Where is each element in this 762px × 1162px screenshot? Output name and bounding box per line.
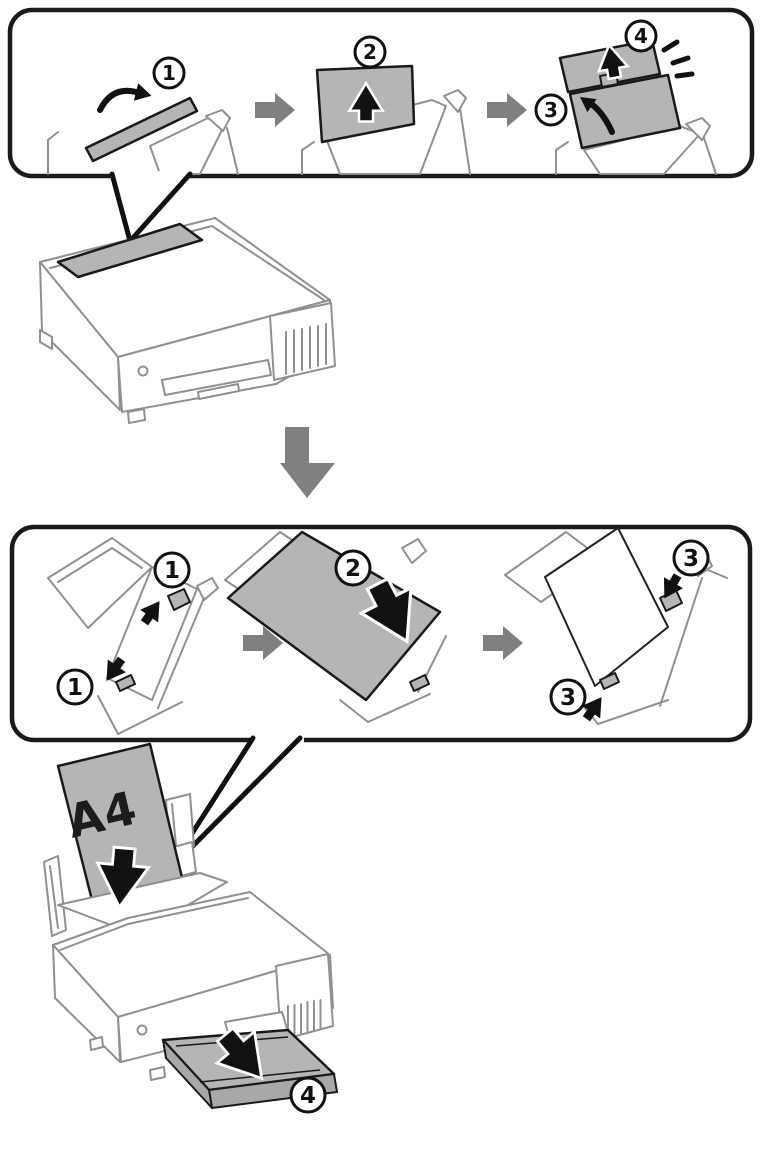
printer-top-view [39, 217, 336, 424]
printer-foot [149, 1066, 166, 1081]
step-badge-4: 4 [624, 19, 658, 53]
svg-text:4: 4 [300, 1083, 316, 1109]
svg-text:4: 4 [634, 24, 648, 48]
ink-tank-windows [285, 323, 327, 375]
next-step-down-arrow-icon [280, 427, 335, 498]
paper-sheet-gray [226, 530, 442, 702]
output-tray-side [162, 1039, 213, 1109]
panel-raise-paper-support: 1 2 3 4 [7, 7, 755, 244]
step-badge-1-top: 1 [153, 551, 191, 589]
step-raise-paper-support [301, 64, 471, 175]
printer-foot [39, 329, 53, 350]
svg-text:3: 3 [560, 685, 576, 711]
edge-guide-bottom [599, 672, 620, 690]
step-pull-extension [555, 38, 717, 175]
callout-pointer [109, 171, 193, 244]
printer-loading-view: A4 [43, 742, 338, 1114]
svg-text:1: 1 [162, 61, 176, 85]
power-button [136, 1024, 148, 1036]
step-badge-2: 2 [334, 549, 372, 587]
printer-left-face [39, 261, 121, 411]
svg-text:2: 2 [345, 556, 361, 582]
svg-text:3: 3 [683, 546, 699, 572]
curved-arrow-head [580, 97, 597, 113]
step-badge-1: 1 [152, 56, 186, 90]
paper-support-part [568, 73, 682, 150]
step-badge-3-bottom: 3 [549, 678, 587, 716]
svg-text:1: 1 [164, 558, 180, 584]
front-tray-tab [197, 383, 240, 400]
printer-foot [127, 408, 146, 424]
paper-support-flipped [84, 96, 199, 163]
svg-text:1: 1 [67, 675, 83, 701]
curved-arrow-icon [97, 87, 139, 113]
front-tray-closed [161, 359, 272, 396]
curved-arrow-head [133, 83, 152, 101]
power-button [137, 365, 149, 377]
step-badge-4-tray: 4 [289, 1076, 327, 1114]
panel-load-paper-steps: 1 1 2 3 3 [9, 524, 753, 871]
svg-text:3: 3 [544, 98, 558, 122]
edge-guide-bottom [115, 674, 136, 692]
printer-foot [89, 1036, 104, 1051]
paper-support-slot-highlight [56, 222, 204, 279]
step-slide-edge-guides [47, 537, 219, 735]
support-left-edge [43, 855, 67, 937]
paper-sheet-white [544, 527, 669, 687]
step-insert-paper [224, 530, 447, 723]
step-badge-2: 2 [353, 35, 387, 69]
step-badge-1-bottom: 1 [56, 668, 94, 706]
step-badge-3: 3 [534, 93, 568, 127]
svg-text:2: 2 [363, 40, 377, 64]
edge-guide-top [167, 588, 191, 611]
step-badge-3-top: 3 [672, 539, 710, 577]
step-flip-paper-support [47, 83, 239, 175]
click-indicator-icon [661, 39, 695, 79]
